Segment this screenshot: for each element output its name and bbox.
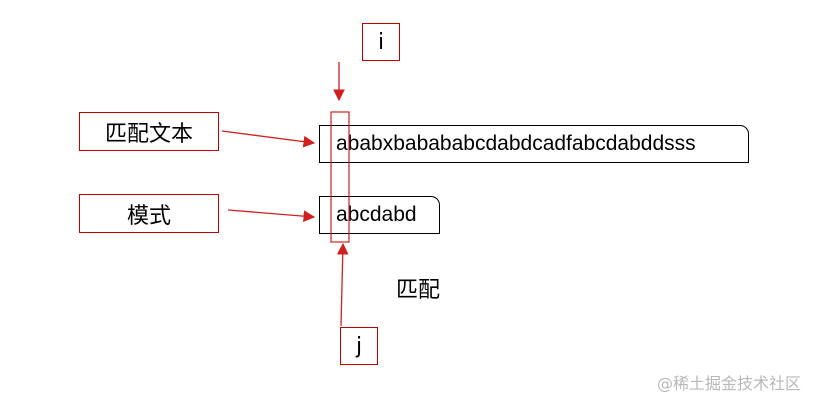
j-label: j [355, 333, 363, 359]
match-text-label-box: 匹配文本 [79, 112, 219, 151]
text-string-box: ababxbabababcdabdcadfabcdabddsss [319, 125, 749, 163]
match-label: 匹配 [396, 278, 441, 303]
watermark: @稀土掘金技术社区 [657, 374, 802, 393]
pattern-string: abcdabd [336, 203, 417, 226]
i-label-box: i [362, 23, 400, 61]
text-string: ababxbabababcdabdcadfabcdabddsss [336, 132, 696, 155]
match-text-label: 匹配文本 [104, 121, 193, 147]
j-label-box: j [340, 327, 378, 365]
arrow-j-to-pattern [336, 242, 349, 327]
pattern-label-box: 模式 [79, 194, 219, 233]
pattern-string-box: abcdabd [319, 196, 440, 234]
arrow-pattern-label [227, 209, 316, 222]
arrow-match-text-label [221, 130, 316, 148]
pattern-label: 模式 [126, 203, 171, 229]
i-label: i [377, 29, 385, 55]
